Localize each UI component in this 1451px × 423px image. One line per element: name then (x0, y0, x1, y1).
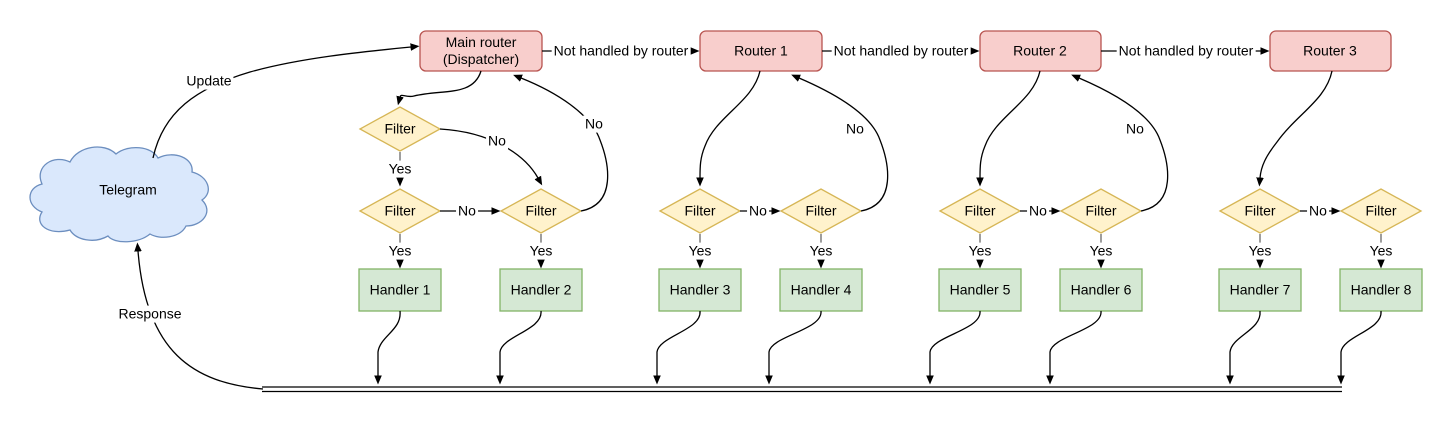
edge-router2-to-filter (976, 70, 1041, 187)
yes-label: Yes (686, 242, 714, 260)
not-handled-label-1: Not handled by router (551, 42, 691, 60)
handler-8-label: Handler 8 (1350, 281, 1412, 298)
handler-8-node (1339, 268, 1423, 312)
yes-label: Yes (966, 242, 994, 260)
handler-1-label: Handler 1 (369, 281, 431, 298)
filter-label: Filter (1365, 202, 1397, 219)
edge-loop-b (791, 74, 889, 212)
router-1-label: Router 1 (734, 42, 788, 59)
not-handled-label-3: Not handled by router (1116, 42, 1256, 60)
handler-7-node (1218, 268, 1302, 312)
no-label: No (747, 202, 769, 220)
handler-6-node (1059, 268, 1143, 312)
filter-label: Filter (1085, 202, 1117, 219)
handler-5-label: Handler 5 (949, 281, 1011, 298)
handler-2-node (499, 268, 583, 312)
edge-h8-bus (1337, 310, 1382, 385)
edge-update (152, 43, 420, 159)
main-router-label: Main router (Dispatcher) (442, 34, 520, 67)
no-label: No (456, 202, 478, 220)
filter-label: Filter (525, 202, 557, 219)
yes-label: Yes (1367, 242, 1395, 260)
router-3-label: Router 3 (1303, 42, 1357, 59)
handler-3-label: Handler 3 (669, 281, 731, 298)
edge-h2-bus (496, 310, 542, 385)
filter-label: Filter (805, 202, 837, 219)
handler-3-node (658, 268, 742, 312)
no-label: No (1307, 202, 1329, 220)
edge-loop-a (513, 74, 609, 212)
yes-label: Yes (386, 242, 414, 260)
yes-label: Yes (386, 160, 414, 178)
filter-label: Filter (1244, 202, 1276, 219)
not-handled-label-2: Not handled by router (831, 42, 971, 60)
edge-h3-bus (653, 310, 701, 385)
filter-label: Filter (384, 202, 416, 219)
edge-response (134, 242, 264, 390)
router-3-node (1269, 30, 1392, 72)
no-label: No (583, 115, 605, 133)
yes-label: Yes (1087, 242, 1115, 260)
edge-dispatcher-to-filter (396, 70, 482, 106)
yes-label: Yes (807, 242, 835, 260)
handler-6-label: Handler 6 (1070, 281, 1132, 298)
telegram-cloud-shape (29, 146, 209, 243)
handler-2-label: Handler 2 (510, 281, 572, 298)
router-2-label: Router 2 (1013, 42, 1067, 59)
no-label: No (1027, 202, 1049, 220)
filter-d-right (1339, 188, 1423, 234)
handler-7-label: Handler 7 (1229, 281, 1291, 298)
edge-h1-bus (374, 310, 401, 385)
yes-label: Yes (527, 242, 555, 260)
edge-router3-to-filter (1256, 70, 1333, 187)
edge-h6-bus (1046, 310, 1102, 385)
no-label: No (486, 132, 508, 150)
handler-4-label: Handler 4 (790, 281, 852, 298)
edge-h5-bus (926, 310, 981, 385)
handler-4-node (779, 268, 863, 312)
handler-1-node (358, 268, 442, 312)
update-label: Update (184, 72, 234, 90)
no-label: No (844, 120, 866, 138)
telegram-label: Telegram (99, 181, 157, 198)
response-label: Response (116, 305, 184, 323)
filter-label: Filter (384, 120, 416, 137)
yes-label: Yes (1246, 242, 1274, 260)
edge-h7-bus (1226, 310, 1261, 385)
edge-h4-bus (765, 310, 822, 385)
edge-loop-c (1071, 74, 1169, 212)
filter-label: Filter (684, 202, 716, 219)
filter-label: Filter (964, 202, 996, 219)
no-label: No (1124, 120, 1146, 138)
edge-router1-to-filter (696, 70, 761, 187)
